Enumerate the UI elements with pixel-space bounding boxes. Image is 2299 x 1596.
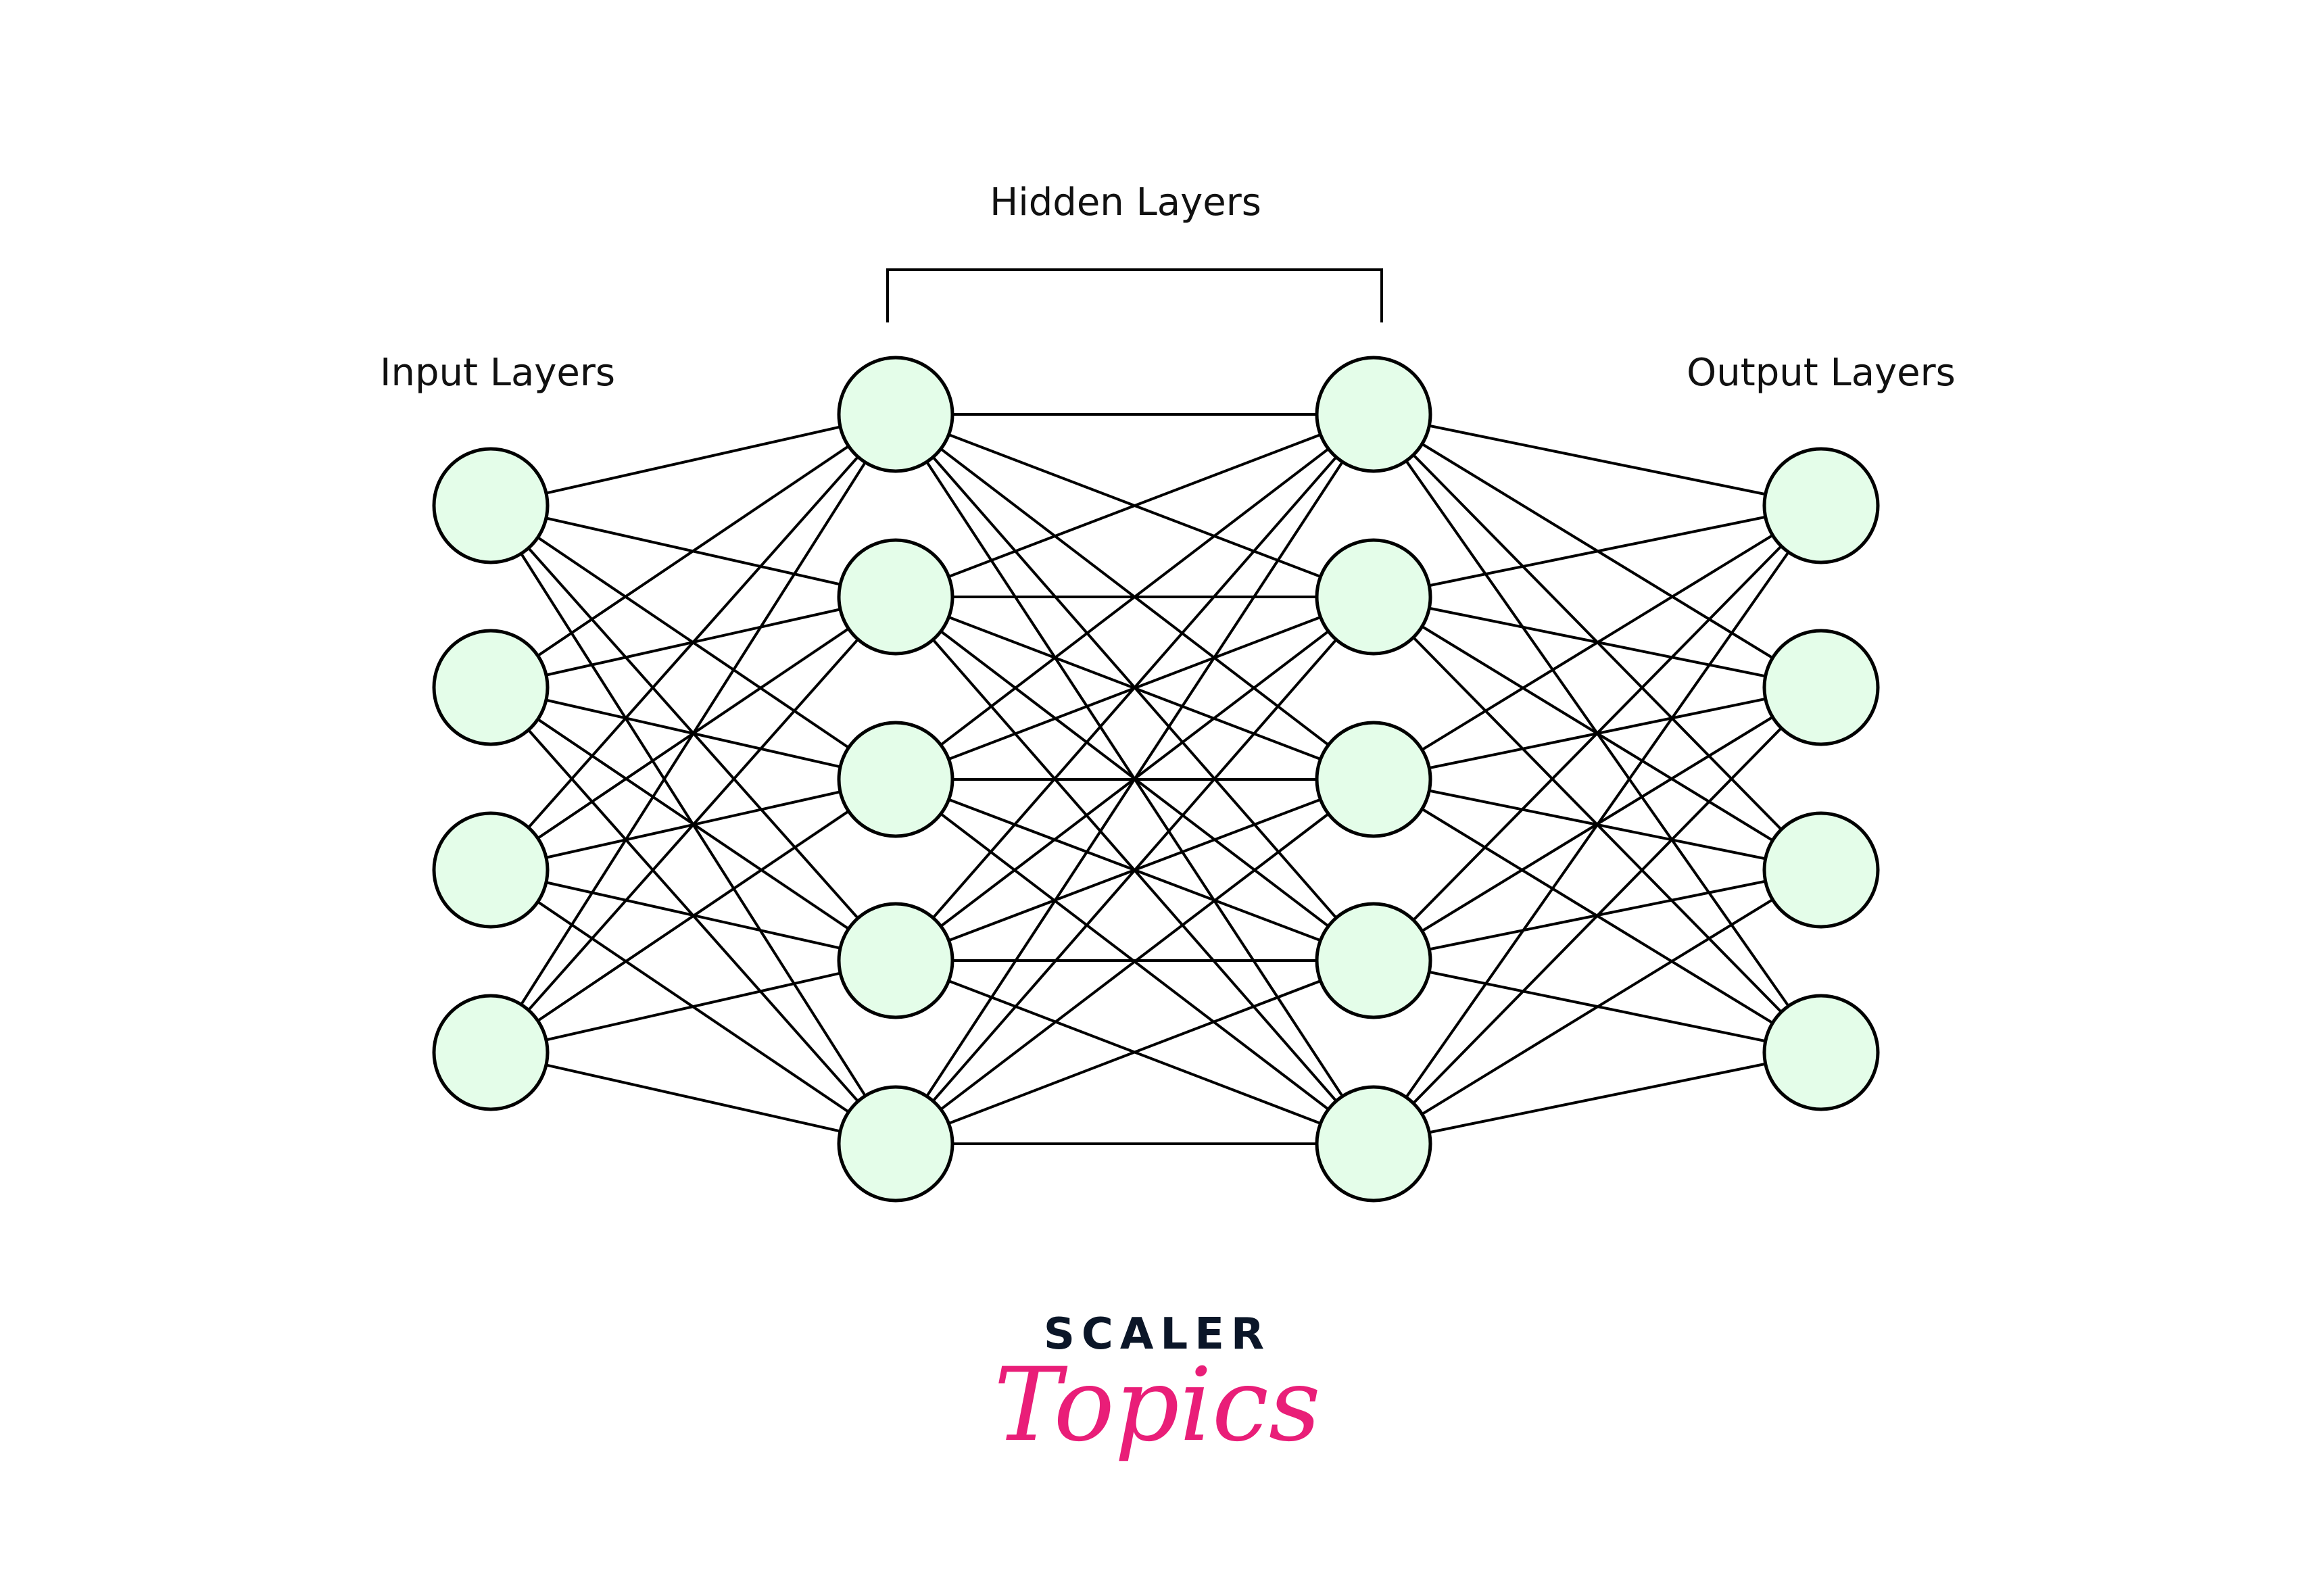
logo-topics-text: Topics xyxy=(994,1347,1321,1464)
connection-hidden-1-4-to-hidden-2-1 xyxy=(894,413,1375,962)
connection-hidden-2-5-to-output-3 xyxy=(1372,869,1822,1145)
connection-hidden-1-3-to-hidden-2-1 xyxy=(894,413,1375,781)
neurons xyxy=(432,356,1880,1203)
connection-hidden-1-5-to-hidden-2-3 xyxy=(894,778,1375,1145)
neuron-output-4 xyxy=(1762,994,1880,1111)
connection-input-4-to-hidden-1-4 xyxy=(490,959,896,1054)
scaler-topics-logo: SCALER Topics xyxy=(994,1309,1321,1464)
hidden-layers-label: Hidden Layers xyxy=(990,180,1261,224)
connection-input-1-to-hidden-1-1 xyxy=(490,413,896,507)
connection-input-2-to-hidden-1-1 xyxy=(489,413,897,689)
connection-hidden-2-5-to-output-4 xyxy=(1373,1051,1822,1145)
neuron-input-2 xyxy=(432,629,550,746)
neuron-input-3 xyxy=(432,811,550,929)
connection-input-4-to-hidden-1-5 xyxy=(490,1051,896,1145)
neuron-input-1 xyxy=(432,447,550,564)
connection-hidden-2-1-to-output-1 xyxy=(1373,413,1822,507)
neuron-hidden-2-5 xyxy=(1315,1085,1432,1203)
connection-hidden-2-5-to-output-1 xyxy=(1372,504,1822,1145)
logo-scaler-text: SCALER xyxy=(1044,1309,1271,1359)
neuron-output-2 xyxy=(1762,629,1880,746)
connection-hidden-2-3-to-output-1 xyxy=(1372,504,1822,781)
output-layers-label: Output Layers xyxy=(1687,351,1956,395)
neuron-output-3 xyxy=(1762,811,1880,929)
neuron-hidden-2-2 xyxy=(1315,538,1432,656)
connection-input-3-to-hidden-1-1 xyxy=(489,413,897,871)
connection-hidden-2-2-to-output-1 xyxy=(1373,504,1822,598)
neuron-hidden-2-4 xyxy=(1315,902,1432,1019)
neuron-hidden-2-3 xyxy=(1315,721,1432,838)
connections xyxy=(489,413,1822,1145)
neuron-hidden-1-2 xyxy=(837,538,954,656)
connection-hidden-1-2-to-hidden-2-1 xyxy=(895,413,1374,598)
input-layers-label: Input Layers xyxy=(380,351,615,395)
connection-input-4-to-hidden-1-3 xyxy=(489,778,897,1054)
connection-hidden-2-5-to-output-2 xyxy=(1372,686,1822,1145)
connection-hidden-1-5-to-hidden-2-2 xyxy=(894,596,1375,1145)
neuron-output-1 xyxy=(1762,447,1880,564)
hidden-layers-bracket xyxy=(886,268,1383,322)
neuron-hidden-1-5 xyxy=(837,1085,954,1203)
neuron-hidden-1-1 xyxy=(837,356,954,473)
neuron-hidden-2-1 xyxy=(1315,356,1432,473)
connection-input-4-to-hidden-1-2 xyxy=(489,596,897,1054)
neuron-hidden-1-3 xyxy=(837,721,954,838)
neuron-hidden-1-4 xyxy=(837,902,954,1019)
neuron-input-4 xyxy=(432,994,550,1111)
connection-hidden-1-5-to-hidden-2-1 xyxy=(894,413,1375,1145)
connection-input-4-to-hidden-1-1 xyxy=(489,413,897,1054)
connection-hidden-1-5-to-hidden-2-4 xyxy=(895,959,1374,1145)
connection-hidden-2-4-to-output-1 xyxy=(1372,504,1822,962)
